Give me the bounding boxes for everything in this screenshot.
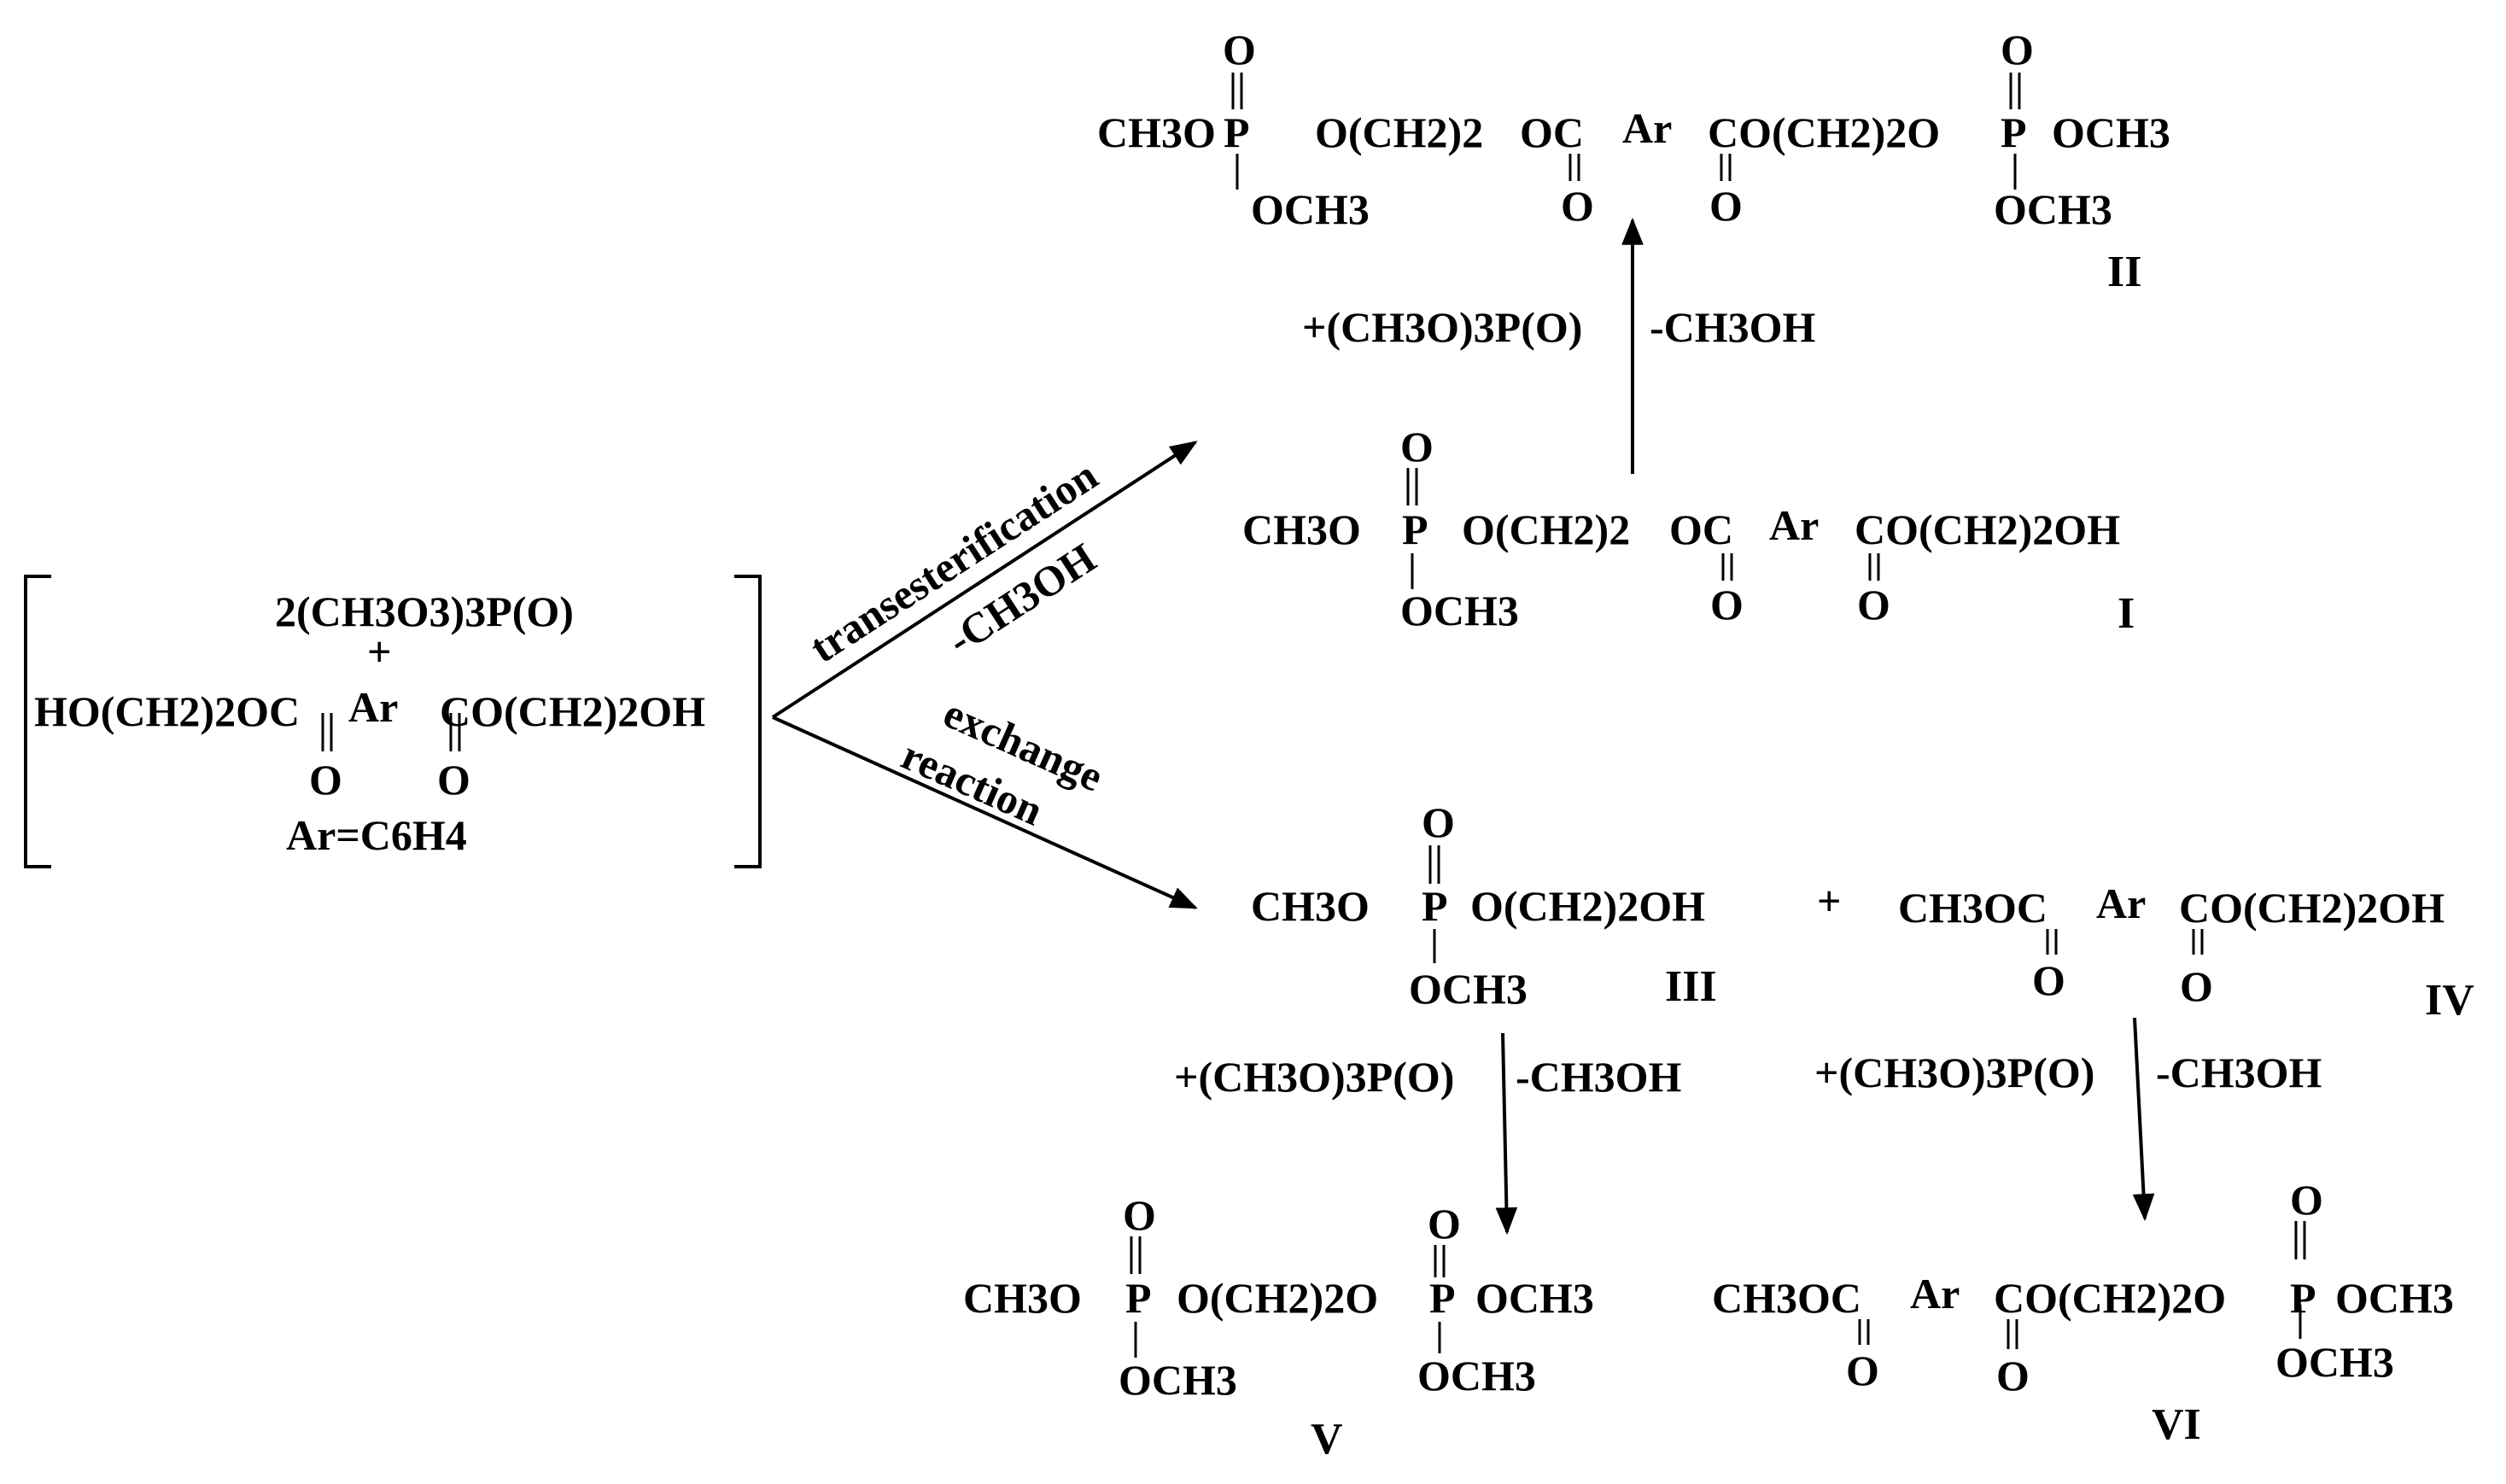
I-carbonyl-o1: O xyxy=(1710,581,1744,628)
reactant-ester-left: HO(CH2)2OC xyxy=(34,687,300,735)
III-ch3o: CH3O xyxy=(1251,882,1370,930)
V-label: V xyxy=(1311,1415,1343,1464)
reactant-ester-right: CO(CH2)2OH xyxy=(440,687,705,735)
VI-po: O xyxy=(2290,1176,2323,1224)
VI-och3: OCH3 xyxy=(2275,1338,2394,1386)
step-III-V-reagent: +(CH3O)3P(O) xyxy=(1174,1053,1454,1101)
V-right-p: P xyxy=(1429,1274,1456,1322)
compound-I: O CH3O P O(CH2)2 OC Ar CO(CH2)2OH OCH3 O… xyxy=(1242,423,2135,638)
II-left-och3: OCH3 xyxy=(1251,185,1370,233)
I-carbonyl-o2: O xyxy=(1857,581,1890,628)
compound-V: O CH3O P O(CH2)2O O P OCH3 OCH3 OCH3 V xyxy=(963,1191,1594,1464)
III-p: P xyxy=(1422,882,1448,930)
IV-carbonyl-o2: O xyxy=(2180,962,2213,1010)
III-och3: OCH3 xyxy=(1409,965,1528,1013)
reactant-ester-ar: Ar xyxy=(348,683,398,731)
I-och3: OCH3 xyxy=(1400,587,1519,634)
VI-carbonyl-o2: O xyxy=(1996,1352,2030,1399)
compound-IV: CH3OC Ar CO(CH2)2OH O O IV xyxy=(1898,879,2474,1025)
step-IV-VI-reagent: +(CH3O)3P(O) xyxy=(1814,1049,2094,1096)
left-bracket xyxy=(24,575,51,868)
exchange-label-group: exchange reaction xyxy=(895,688,1110,834)
V-mid: O(CH2)2O xyxy=(1177,1274,1378,1322)
compound-II: O CH3O P O(CH2)2 OC Ar CO(CH2)2O P OCH3 … xyxy=(1097,26,2170,296)
step-IV-VI-byproduct: -CH3OH xyxy=(2156,1049,2322,1096)
III-right: O(CH2)2OH xyxy=(1470,882,1705,930)
I-label: I xyxy=(2118,589,2135,638)
I-po: O xyxy=(1400,423,1434,470)
VI-right: OCH3 xyxy=(2335,1274,2454,1322)
IV-ar: Ar xyxy=(2096,879,2146,927)
up-step-byproduct: -CH3OH xyxy=(1650,303,1816,351)
up-step-reagent: +(CH3O)3P(O) xyxy=(1302,303,1582,351)
I-ar: Ar xyxy=(1769,501,1819,549)
V-right-och3: OCH3 xyxy=(1475,1274,1594,1322)
I-p: P xyxy=(1402,505,1428,553)
II-mid1: O(CH2)2 xyxy=(1315,108,1483,156)
VI-mid: CO(CH2)2O xyxy=(1994,1274,2226,1322)
IV-left: CH3OC xyxy=(1898,884,2047,932)
II-left-p: P xyxy=(1224,108,1250,156)
II-right-och3: OCH3 xyxy=(2052,108,2170,156)
VI-left: CH3OC xyxy=(1712,1274,1861,1322)
arrow-transesterification xyxy=(771,441,1198,719)
IV-label: IV xyxy=(2425,976,2474,1025)
II-left-ch3o: CH3O xyxy=(1097,108,1216,156)
II-right-och3-below: OCH3 xyxy=(1994,185,2112,233)
I-mid1: O(CH2)2 xyxy=(1462,505,1630,553)
I-right: CO(CH2)2OH xyxy=(1855,505,2120,553)
III-label: III xyxy=(1665,962,1717,1011)
transesterification-label-group: transesterification -CH3OH xyxy=(801,451,1106,672)
arrow-III-to-V xyxy=(1495,1032,1518,1236)
reactant-phosphate: 2(CH3O3)3P(O) xyxy=(275,587,574,635)
VI-label: VI xyxy=(2152,1400,2201,1449)
compound-III: O CH3O P O(CH2)2OH OCH3 III xyxy=(1251,798,1717,1013)
II-left-po: O xyxy=(1223,26,1256,73)
right-bracket xyxy=(734,575,762,868)
step-III-V-byproduct: -CH3OH xyxy=(1516,1053,1682,1101)
bond-lines xyxy=(321,73,2306,1358)
VI-p: P xyxy=(2290,1274,2316,1322)
ar-definition: Ar=C6H4 xyxy=(286,811,467,859)
II-carbonyl-o2: O xyxy=(1709,182,1743,230)
V-ch3o: CH3O xyxy=(963,1274,1082,1322)
II-mid2: OC xyxy=(1520,108,1584,156)
II-label: II xyxy=(2107,248,2141,296)
V-left-och3: OCH3 xyxy=(1119,1356,1237,1404)
plus-III-IV: + xyxy=(1817,877,1842,925)
III-po: O xyxy=(1422,798,1455,846)
arrow-exchange xyxy=(772,716,1198,909)
compound-VI: CH3OC Ar CO(CH2)2O P OCH3 O O O OCH3 VI xyxy=(1712,1176,2454,1449)
VI-carbonyl-o1: O xyxy=(1846,1347,1879,1394)
arrow-IV-to-VI xyxy=(2132,1017,2155,1222)
IV-right: CO(CH2)2OH xyxy=(2179,884,2445,932)
V-right-po: O xyxy=(1428,1200,1461,1247)
II-right-p: P xyxy=(2001,108,2027,156)
V-left-p: P xyxy=(1125,1274,1152,1322)
V-left-po: O xyxy=(1123,1191,1156,1239)
II-carbonyl-o1: O xyxy=(1561,182,1594,230)
reactant-plus: + xyxy=(367,628,392,675)
reactants-group: 2(CH3O3)3P(O) + HO(CH2)2OC Ar CO(CH2)2OH… xyxy=(34,587,705,859)
I-mid2: OC xyxy=(1669,505,1733,553)
IV-carbonyl-o1: O xyxy=(2032,956,2065,1004)
reactant-carbonyl-o2: O xyxy=(437,756,470,803)
II-ar: Ar xyxy=(1622,104,1672,152)
I-ch3o: CH3O xyxy=(1242,505,1361,553)
V-right-och3-below: OCH3 xyxy=(1417,1352,1536,1399)
VI-ar: Ar xyxy=(1910,1270,1960,1317)
reactant-carbonyl-o1: O xyxy=(309,756,342,803)
II-right-po: O xyxy=(2001,26,2034,73)
II-mid3: CO(CH2)2O xyxy=(1708,108,1940,156)
